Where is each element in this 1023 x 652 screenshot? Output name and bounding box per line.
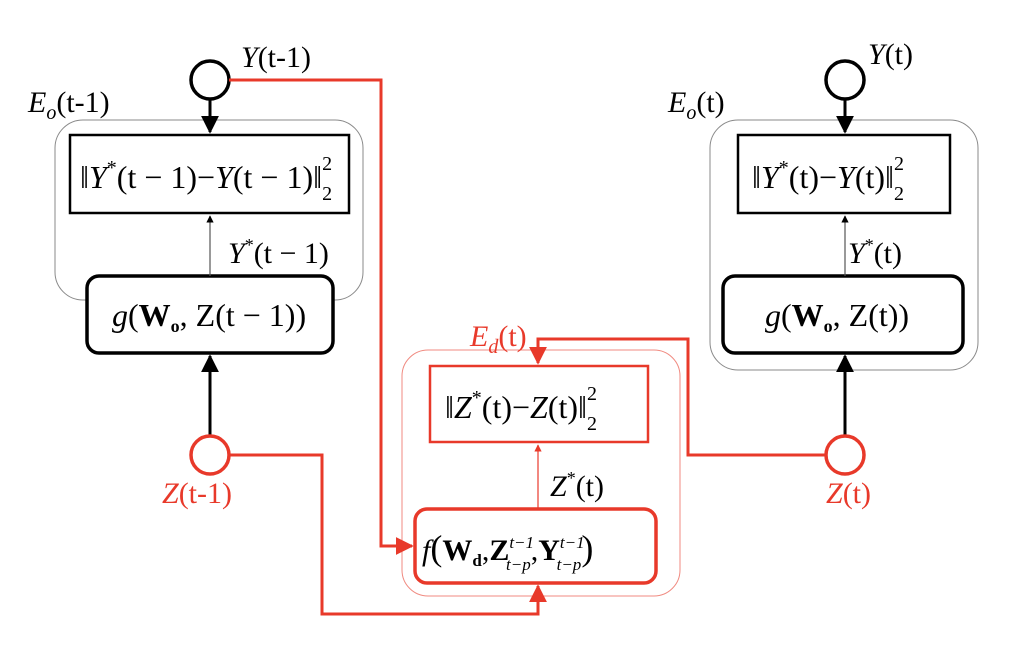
- left-y-node: [189, 59, 231, 101]
- right-y-node-label: Y(t): [868, 38, 913, 71]
- left-func-formula: g(Wo, Z(t − 1)): [112, 297, 306, 336]
- left-y-node-label: Y(t-1): [241, 41, 311, 74]
- right-z-node: [824, 434, 866, 476]
- right-loss-box: [736, 133, 952, 215]
- connector-z-prev-to-f: [229, 453, 547, 616]
- right-func-box: [721, 274, 965, 355]
- middle-loss-box: [428, 364, 650, 444]
- right-z-node-label: Z(t): [826, 477, 871, 510]
- left-pred-edge-label: Y*(t − 1): [228, 235, 329, 270]
- left-loss-box: [68, 133, 351, 215]
- right-group-label: Eo(t): [667, 86, 725, 124]
- right-func-formula: g(Wo, Z(t)): [765, 297, 909, 336]
- right-y-node: [824, 59, 866, 101]
- right-pred-edge-label: Y*(t): [848, 235, 902, 270]
- connector-z-to-dyn-loss: [529, 337, 826, 457]
- left-z-node-label: Z(t-1): [162, 477, 232, 510]
- left-group-label: Eo(t-1): [27, 86, 110, 124]
- middle-group-label: Ed(t): [469, 320, 527, 358]
- middle-func-box: [413, 507, 658, 585]
- connector-y-prev-to-f: [229, 78, 414, 555]
- red-connectors: [229, 78, 826, 616]
- middle-pred-edge-label: Z*(t): [550, 468, 604, 503]
- left-z-node: [189, 434, 231, 476]
